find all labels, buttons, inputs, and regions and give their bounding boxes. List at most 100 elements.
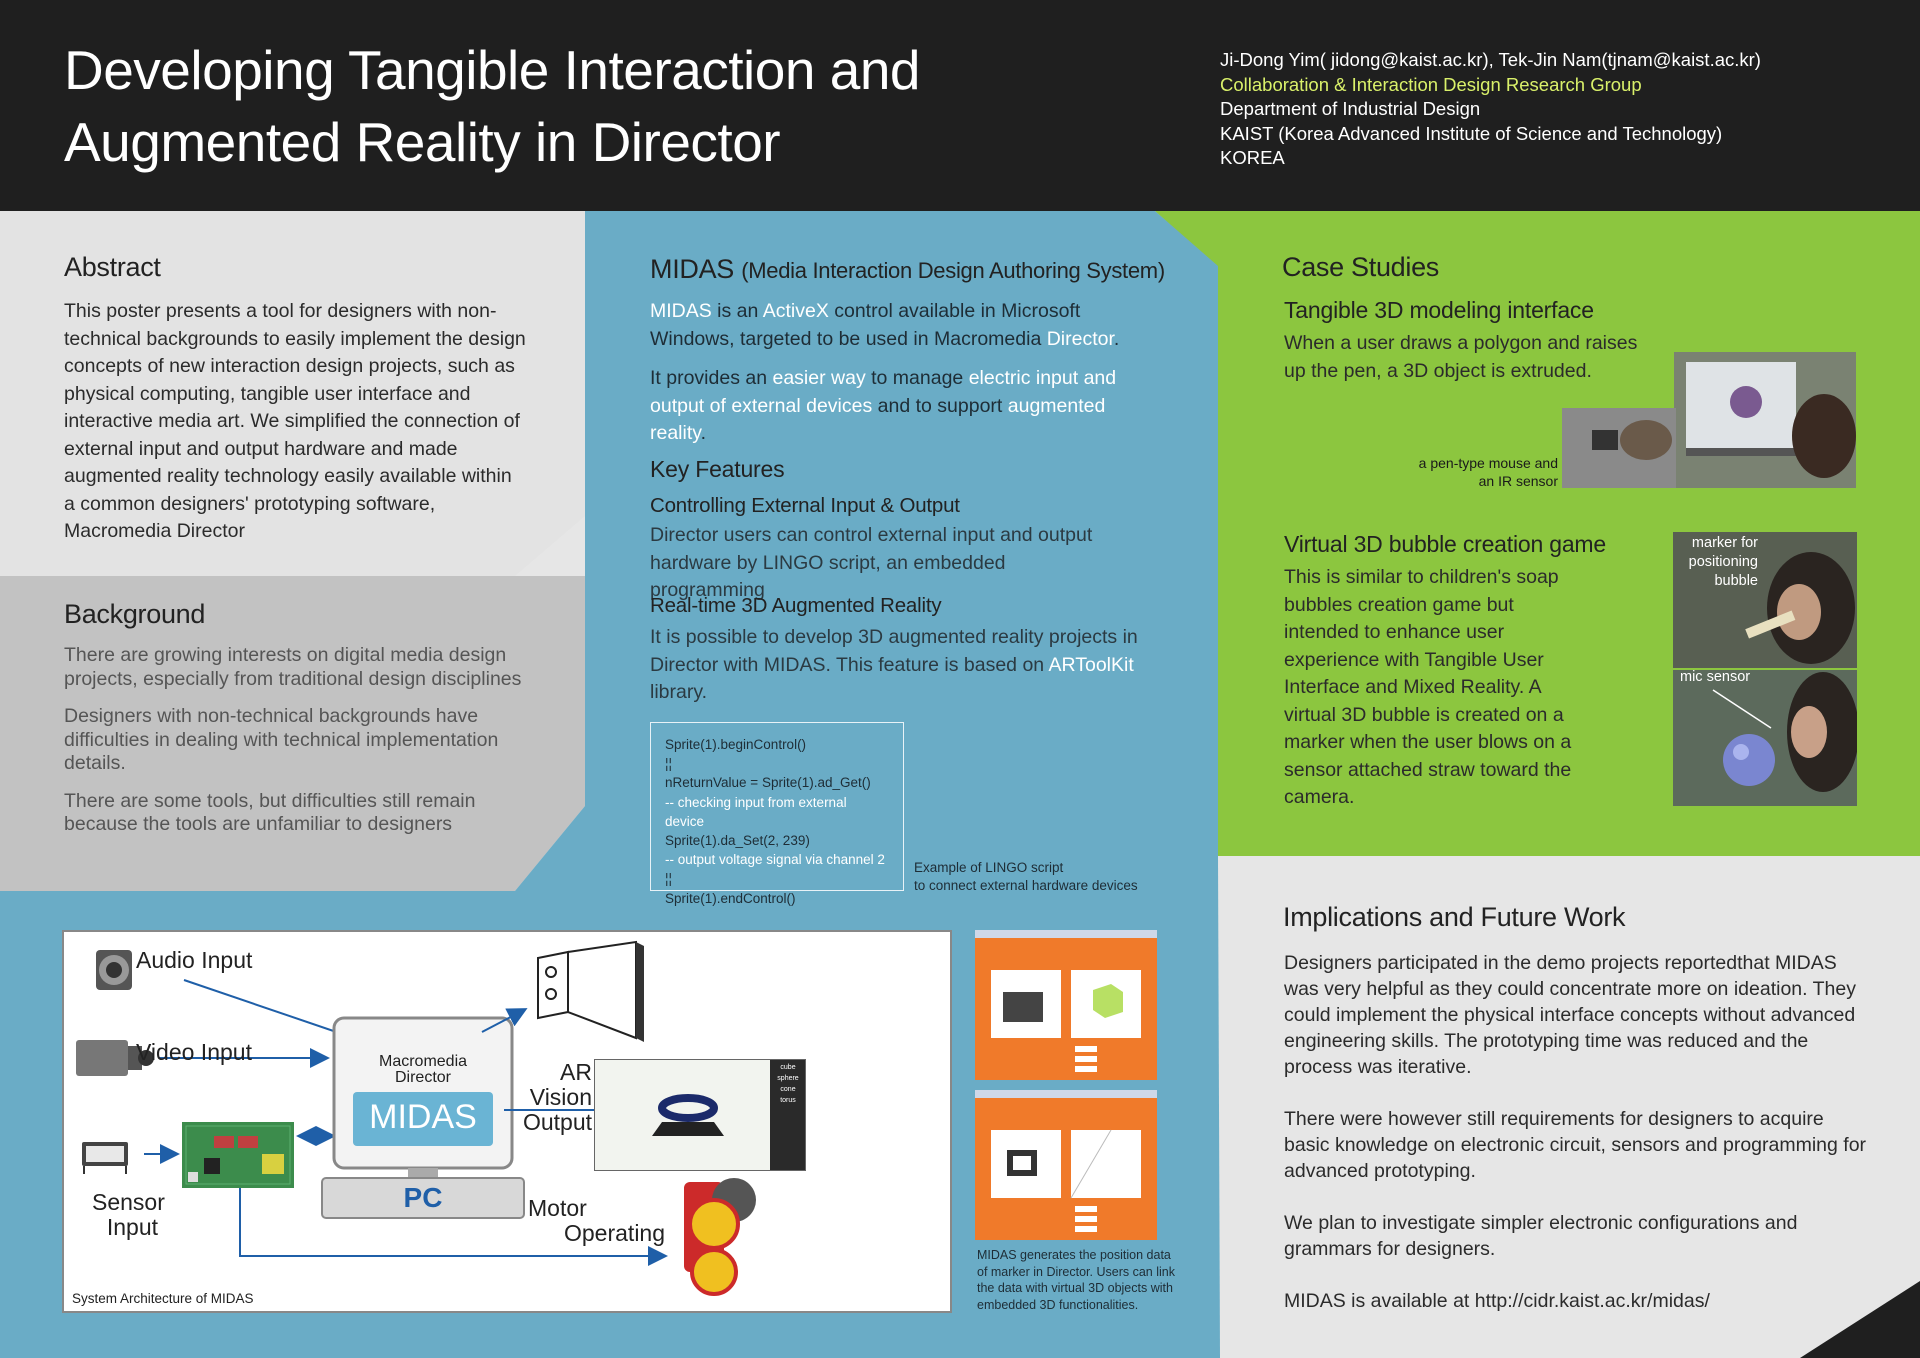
code-line: nReturnValue = Sprite(1).ad_Get() [665, 775, 871, 791]
ar-vision-line: AR Vision [529, 1059, 592, 1110]
midas-url[interactable]: MIDAS is available at http://cidr.kaist.… [1284, 1290, 1710, 1312]
ar-menu-item[interactable]: sphere [777, 1075, 799, 1082]
lingo-code-box: Sprite(1).beginControl() ¦¦ nReturnValue… [650, 722, 904, 906]
poster-title: Developing Tangible Interaction and Augm… [64, 34, 1164, 178]
midas-description: MIDAS is an ActiveX control available in… [650, 298, 1165, 460]
title-line-1: Developing Tangible Interaction and [64, 39, 921, 101]
background-text: There are growing interests on digital m… [64, 644, 524, 851]
department: Department of Industrial Design [1220, 98, 1481, 119]
label-line: positioning [1688, 554, 1758, 570]
macromedia-line: Macromedia [378, 1053, 468, 1070]
author-block: Ji-Dong Yim( jidong@kaist.ac.kr), Tek-Ji… [1220, 48, 1761, 171]
text: . [700, 422, 706, 444]
bubble-photo-2 [1673, 670, 1857, 806]
macromedia-label: Macromedia Director [340, 1054, 506, 1086]
director-screenshots [975, 930, 1157, 1240]
code-caption: Example of LINGO script to connect exter… [914, 859, 1138, 895]
title-line-2: Augmented Reality in Director [64, 111, 781, 173]
background-heading: Background [64, 599, 206, 629]
text: and to support [872, 394, 1008, 417]
ar-menu-item[interactable]: cube [780, 1064, 796, 1071]
hl-text: augmented reality [650, 394, 1106, 445]
midas-paragraph-1: MIDAS is an ActiveX control available in… [650, 298, 1165, 353]
sensor-input-line: Sensor [92, 1189, 165, 1215]
modeling-photo-main [1674, 352, 1856, 488]
code-comment: -- output voltage signal via channel 2 [665, 852, 885, 868]
case-studies-heading: Case Studies [1282, 252, 1439, 282]
mic-sensor-label: mic sensor [1680, 669, 1751, 685]
case-2-title: Virtual 3D bubble creation game [1284, 531, 1606, 557]
hl-text: electric input and output of external de… [650, 367, 1117, 417]
text: library. [650, 681, 708, 703]
marker-label: marker for positioning bubble [1672, 534, 1758, 591]
pc-monitor-icon [321, 1016, 525, 1219]
label-line: bubble [1714, 573, 1758, 589]
midas-box-label: MIDAS [369, 1098, 477, 1136]
ar-menu-item[interactable]: cone [780, 1086, 796, 1093]
country: KOREA [1220, 147, 1285, 168]
director-screenshot-2 [975, 1090, 1157, 1240]
camera-icon [76, 1040, 154, 1076]
feature-2-text: It is possible to develop 3D augmented r… [650, 624, 1140, 707]
implications-paragraph: We plan to investigate simpler electroni… [1284, 1212, 1798, 1260]
hl-text: Director [1046, 327, 1114, 350]
case-1-caption: a pen-type mouse and an IR sensor [1390, 454, 1558, 490]
feature-1-title: Controlling External Input & Output [650, 494, 960, 517]
text: . [1113, 327, 1120, 350]
text: It provides an [650, 367, 773, 389]
background-paragraph: There are growing interests on digital m… [64, 644, 522, 690]
background-paragraph: There are some tools, but difficulties s… [64, 789, 476, 836]
code-caption-line: Example of LINGO script [914, 860, 1064, 875]
code-line: ¦¦ [665, 871, 673, 887]
ar-vision-line: Output [522, 1109, 592, 1135]
midas-paragraph-2: It provides an easier way to manage elec… [650, 365, 1165, 448]
motor-label: Motor Operating [528, 1195, 665, 1246]
text: It is possible to develop 3D augmented r… [650, 626, 1138, 676]
hl-text: MIDAS [650, 300, 712, 322]
sensor-input-label: Sensor Input [92, 1189, 165, 1240]
caption-line: a pen-type mouse and [1418, 455, 1558, 471]
background-paragraph: Designers with non-technical backgrounds… [64, 705, 499, 774]
modeling-photo-inset [1562, 408, 1676, 488]
motor-line: Motor [528, 1195, 587, 1221]
macromedia-line: Director [394, 1069, 451, 1086]
ar-vision-label: AR Vision Output [498, 1060, 592, 1135]
artoolkit-link: ARToolKit [1048, 653, 1134, 676]
implications-paragraph: There were however still requirements fo… [1284, 1108, 1867, 1182]
text: is an [711, 300, 763, 322]
implications-heading: Implications and Future Work [1283, 902, 1626, 932]
architecture-caption: System Architecture of MIDAS [72, 1291, 254, 1306]
speaker-icon [96, 950, 132, 990]
audio-input-label: Audio Input [136, 947, 253, 973]
pc-label: PC [403, 1182, 443, 1213]
midas-heading-main: MIDAS [650, 254, 735, 284]
key-features-heading: Key Features [650, 456, 785, 482]
code-line: ¦¦ [665, 756, 673, 772]
ar-menu: cube sphere cone torus [772, 1062, 804, 1106]
architecture-diagram: Audio Input Video Input Sensor Input Mac… [62, 930, 952, 1313]
text: to manage [865, 367, 969, 389]
author-names: Ji-Dong Yim( jidong@kaist.ac.kr), Tek-Ji… [1220, 49, 1761, 70]
circuit-board-icon [182, 1122, 294, 1188]
label-line: marker for [1691, 535, 1758, 551]
case-1-title: Tangible 3D modeling interface [1284, 297, 1594, 323]
ar-screen [594, 1059, 806, 1171]
header-band: Developing Tangible Interaction and Augm… [0, 0, 1920, 211]
code-line: Sprite(1).da_Set(2, 239) [665, 833, 810, 849]
case-2-text: This is similar to children's soap bubbl… [1284, 566, 1572, 808]
screenshots-caption: MIDAS generates the position data of mar… [977, 1248, 1175, 1312]
case-1-text: When a user draws a polygon and raises u… [1284, 332, 1638, 382]
midas-heading-sub: (Media Interaction Design Authoring Syst… [741, 258, 1165, 283]
ar-menu-item[interactable]: torus [780, 1097, 796, 1104]
institute: KAIST (Korea Advanced Institute of Scien… [1220, 122, 1723, 144]
feature-1-text: Director users can control external inpu… [650, 524, 1093, 601]
director-screenshot-1 [975, 930, 1157, 1080]
bubble-photo-1 [1673, 532, 1857, 668]
abstract-heading: Abstract [64, 252, 161, 282]
code-caption-line: to connect external hardware devices [914, 878, 1138, 893]
abstract-text: This poster presents a tool for designer… [64, 300, 526, 542]
projector-icon [537, 940, 644, 1042]
hl-text: easier way [772, 367, 866, 389]
tangible-modeling-photos [1562, 352, 1856, 488]
video-input-label: Video Input [136, 1039, 252, 1065]
